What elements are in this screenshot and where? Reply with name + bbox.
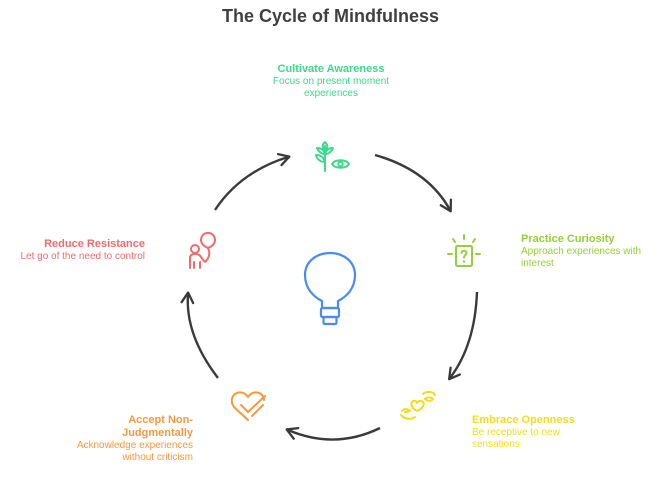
arrow-awareness-to-curiosity (374, 153, 453, 213)
diagram-title: The Cycle of Mindfulness (221, 6, 440, 26)
heart-check-icon (230, 391, 266, 421)
stage-embrace-openness: Embrace Openness Be receptive to new sen… (472, 414, 612, 451)
stage-description-line: interest (521, 258, 554, 269)
arrow-openness-to-acceptance (285, 426, 381, 441)
question-box-icon (447, 234, 481, 267)
stage-title: Practice Curiosity (521, 233, 615, 245)
stage-title-line: Accept Non- (128, 414, 193, 426)
stage-title: Embrace Openness (472, 414, 575, 426)
stage-description-line: Focus on present moment (272, 76, 390, 87)
stage-description-line: Acknowledge experiences (76, 440, 193, 451)
stage-title: Cultivate Awareness (277, 63, 385, 75)
stage-description-line: sensations (472, 439, 520, 450)
arrow-acceptance-to-resistance (180, 291, 219, 379)
lightbulb-icon (303, 251, 357, 326)
stage-title-line: Judgmentally (122, 427, 193, 439)
stage-description-line: Approach experiences with (521, 246, 642, 257)
stage-practice-curiosity: Practice Curiosity Approach experiences … (521, 233, 661, 270)
stage-accept-non-judgmentally: Accept Non- Judgmentally Acknowledge exp… (40, 414, 193, 464)
stage-description-line: without criticism (122, 452, 193, 463)
stage-description-line: Let go of the need to control (20, 251, 145, 262)
stage-title: Reduce Resistance (44, 238, 145, 250)
person-balloon-icon (189, 232, 216, 269)
arrow-resistance-to-awareness (213, 152, 291, 211)
stage-reduce-resistance: Reduce Resistance Let go of the need to … (0, 238, 145, 263)
plant-eye-icon (315, 141, 350, 172)
stage-cultivate-awareness: Cultivate Awareness Focus on present mom… (231, 63, 431, 100)
arrow-curiosity-to-openness (447, 291, 479, 381)
hands-heart-icon (400, 390, 436, 420)
stage-description-line: Be receptive to new (472, 427, 560, 438)
stage-description-line: experiences (304, 88, 358, 99)
